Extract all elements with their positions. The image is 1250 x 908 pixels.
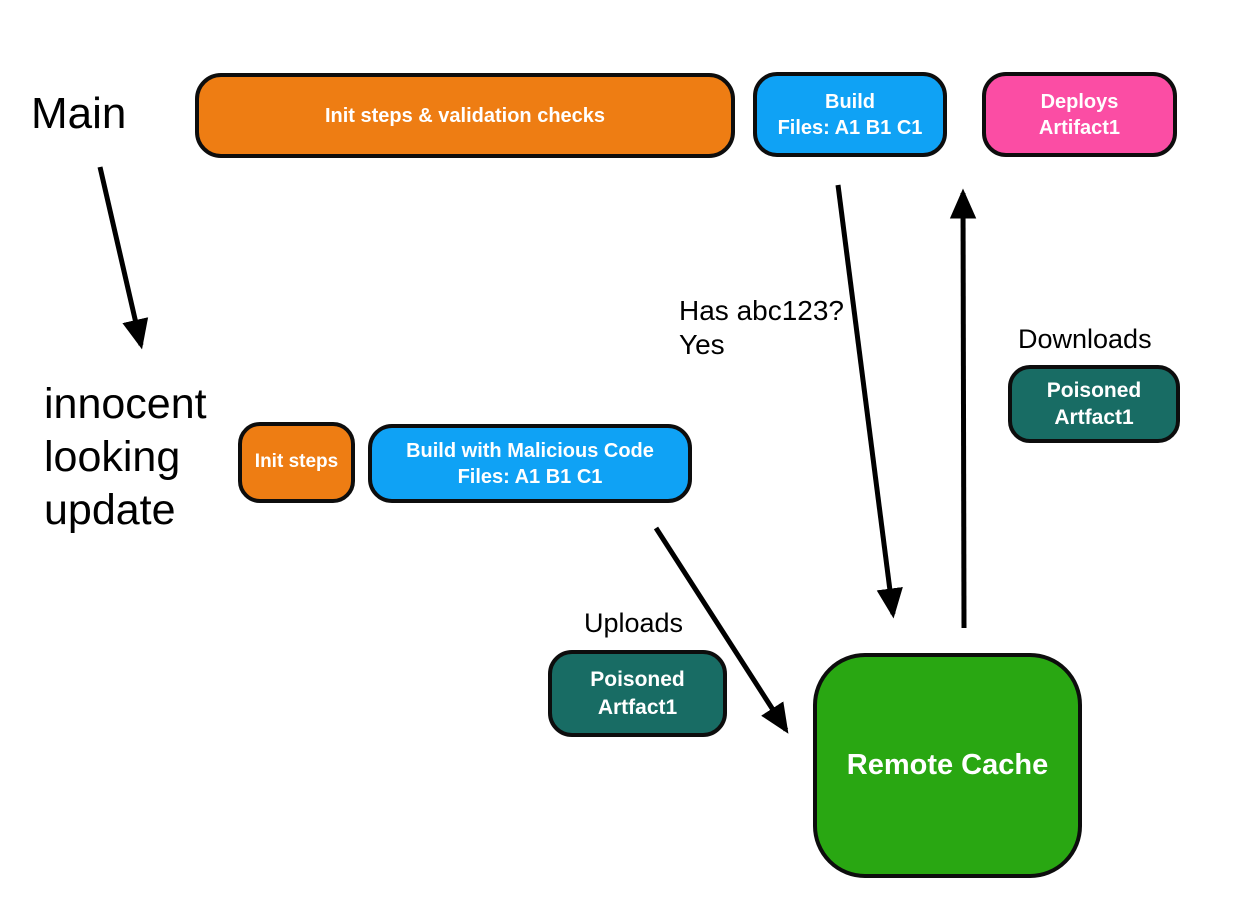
downloads-label: Downloads (1018, 324, 1152, 354)
node-remote-cache: Remote Cache (813, 653, 1082, 878)
has-hash-label: Has abc123? Yes (679, 295, 845, 360)
node-build-main: Build Files: A1 B1 C1 (753, 72, 947, 157)
node-poisoned-artifact-download: Poisoned Artfact1 (1008, 365, 1180, 443)
node-init-steps: Init steps (238, 422, 355, 503)
node-label: Init steps (254, 451, 339, 473)
node-label: Init steps & validation checks (324, 104, 606, 127)
node-label-line2: Files: A1 B1 C1 (777, 116, 923, 139)
node-label-line2: Artfact1 (597, 695, 678, 719)
node-label-line2: Artifact1 (1038, 116, 1121, 139)
main-branch-label: Main (31, 89, 127, 138)
arrow-build-to-cache (835, 184, 903, 619)
arrow-main-to-update (97, 166, 149, 350)
node-label-line1: Poisoned (1046, 378, 1142, 402)
node-build-malicious: Build with Malicious Code Files: A1 B1 C… (368, 424, 692, 503)
node-label-line1: Poisoned (590, 668, 685, 692)
node-label-line1: Build with Malicious Code (406, 439, 654, 462)
node-deploys-artifact: Deploys Artifact1 (982, 72, 1177, 157)
innocent-update-label: innocent looking update (44, 380, 207, 534)
node-label-line1: Build (825, 90, 875, 113)
arrow-cache-to-deploy (949, 188, 977, 629)
node-label-line1: Deploys (1040, 90, 1119, 113)
node-label-line2: Artfact1 (1054, 406, 1134, 429)
uploads-label: Uploads (584, 608, 684, 638)
node-init-validation-checks: Init steps & validation checks (195, 73, 735, 158)
node-label-line2: Files: A1 B1 C1 (457, 465, 603, 488)
node-label: Remote Cache (846, 748, 1049, 781)
node-poisoned-artifact-upload: Poisoned Artfact1 (548, 650, 727, 737)
